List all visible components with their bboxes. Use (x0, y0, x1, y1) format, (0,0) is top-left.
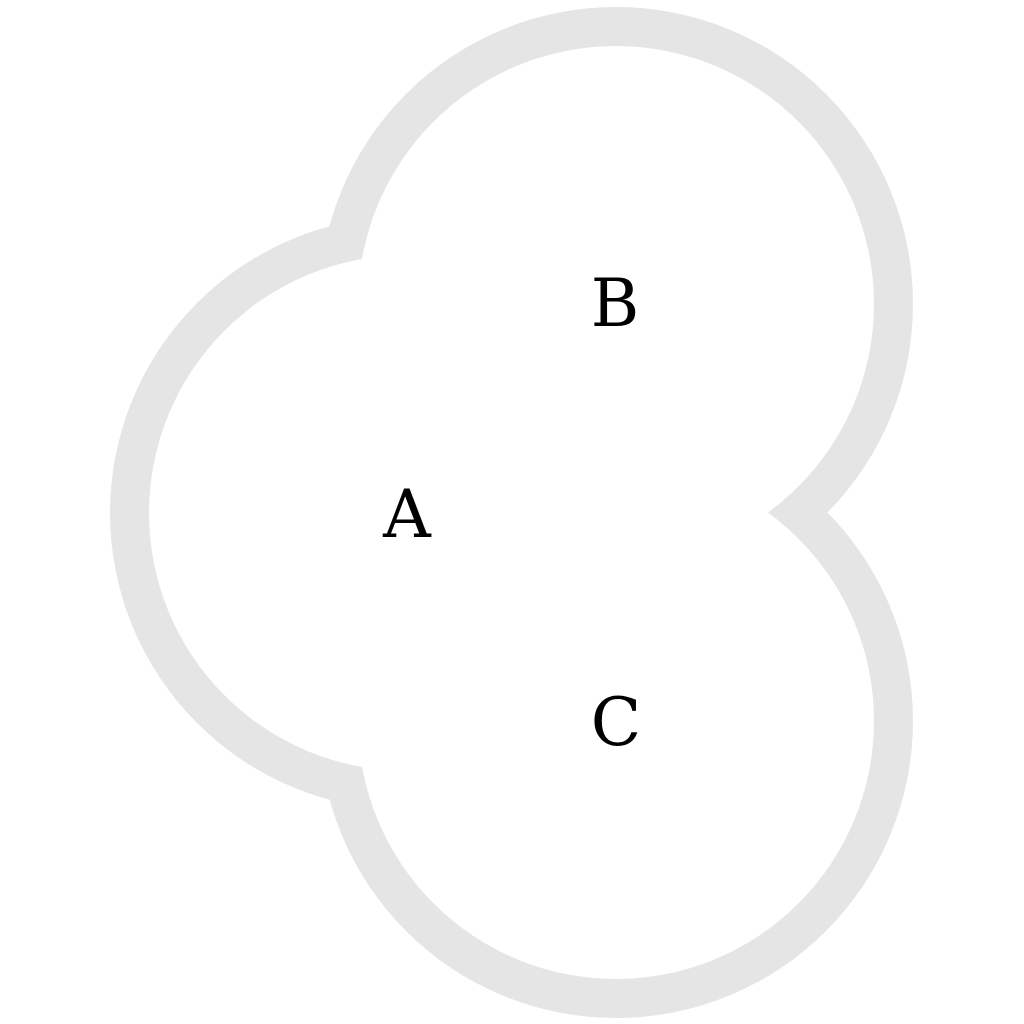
node-label-b: B (591, 265, 640, 342)
node-label-a: A (382, 476, 432, 553)
node-label-c: C (591, 684, 642, 761)
outline-circle-c (319, 424, 913, 1018)
outline-circle-b (319, 7, 913, 601)
cloud-outline (110, 7, 913, 1018)
